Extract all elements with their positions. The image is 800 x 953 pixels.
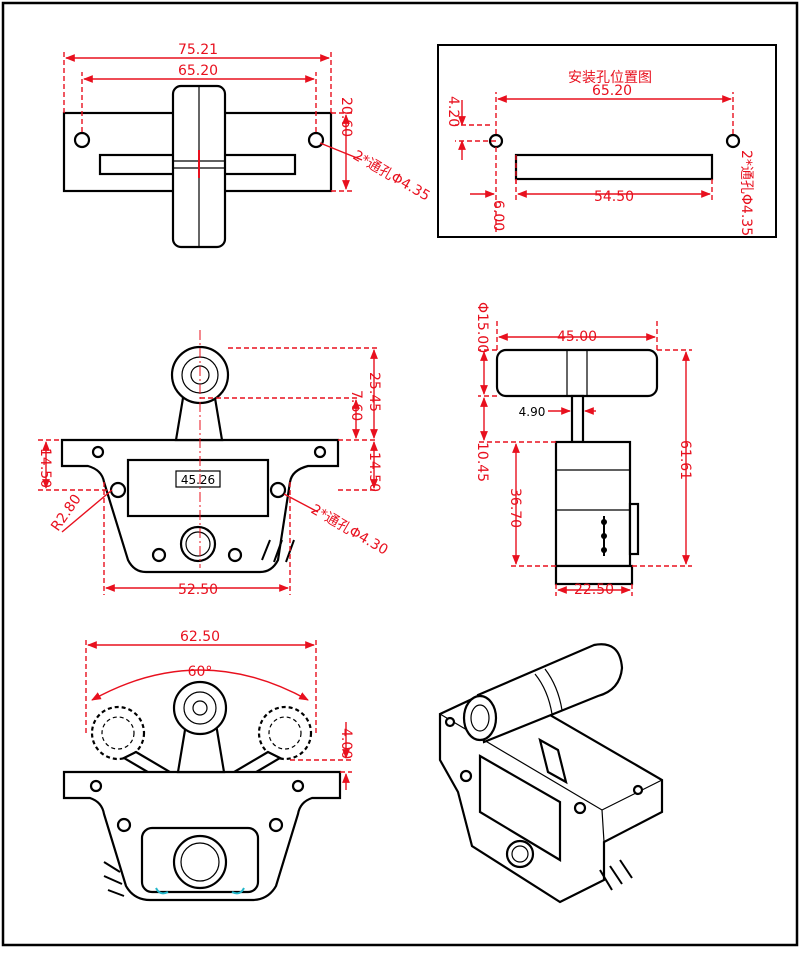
side-body — [554, 440, 632, 568]
dim-45-00: 45.00 — [557, 329, 597, 345]
mount-dim-54-50: 54.50 — [594, 189, 634, 205]
dim-22-50: 22.50 — [574, 582, 614, 598]
side-handle — [495, 348, 659, 398]
front-view: 45.26 7.60 25.45 14.50 14.50 R2.80 5 — [37, 330, 391, 598]
swing-knob — [172, 680, 228, 736]
dim-52-50: 52.50 — [178, 582, 218, 598]
dim-4-00: 4.00 — [338, 728, 354, 759]
dim-14-50-left: 14.50 — [37, 448, 53, 488]
side-view: 45.00 Φ15.00 4.90 10.45 36.70 61.61 22.5… — [474, 302, 693, 598]
dim-61-61: 61.61 — [677, 440, 693, 480]
dim-phi-15: Φ15.00 — [474, 302, 490, 353]
front-window — [126, 458, 270, 518]
dim-10-45: 10.45 — [474, 442, 490, 482]
mounting-hole-layout: 安装孔位置图 65.20 4.20 54.50 6.00 2*通孔Φ4.35 — [437, 44, 777, 238]
top-hole-left — [73, 131, 91, 149]
front-hole-left — [109, 481, 127, 499]
front-hole-note: 2*通孔Φ4.30 — [308, 502, 391, 559]
dim-65-20: 65.20 — [178, 63, 218, 79]
iso-handle — [476, 643, 624, 744]
dim-20-60: 20.60 — [338, 97, 354, 137]
front-hole-right — [269, 481, 287, 499]
side-base — [554, 564, 634, 586]
dim-75-21: 75.21 — [178, 42, 218, 58]
mount-hole-note: 2*通孔Φ4.35 — [738, 150, 754, 236]
dim-14-50-right: 14.50 — [366, 452, 382, 492]
top-view: 75.21 65.20 20.60 2*通孔Φ4.35 — [62, 42, 433, 249]
side-stem — [570, 394, 585, 444]
swing-knob-left-ghost — [90, 705, 146, 761]
mount-dim-6-00: 6.00 — [490, 200, 506, 231]
swing-view: 62.50 60° 4.00 — [62, 629, 354, 902]
dim-4-90: 4.90 — [519, 405, 546, 419]
iso-window — [478, 754, 562, 862]
mount-box-frame — [437, 44, 777, 238]
dim-36-70: 36.70 — [507, 488, 523, 528]
mount-slot — [514, 153, 714, 181]
dim-45-26: 45.26 — [181, 473, 215, 487]
iso-housing — [438, 684, 664, 904]
mount-hole-right — [725, 133, 741, 149]
top-hole-note: 2*通孔Φ4.35 — [350, 148, 433, 205]
dim-7-60: 7.60 — [348, 390, 364, 421]
mount-dim-4-20: 4.20 — [445, 96, 461, 127]
iso-stem — [538, 737, 568, 785]
mount-box-title: 安装孔位置图 — [568, 70, 652, 86]
mount-dim-65-20: 65.20 — [592, 83, 632, 99]
dim-60-deg: 60° — [188, 664, 213, 680]
swing-knob-right-ghost — [257, 705, 313, 761]
top-hole-right — [307, 131, 325, 149]
isometric-view — [438, 643, 664, 904]
dim-25-45: 25.45 — [366, 372, 382, 412]
dim-62-50: 62.50 — [180, 629, 220, 645]
